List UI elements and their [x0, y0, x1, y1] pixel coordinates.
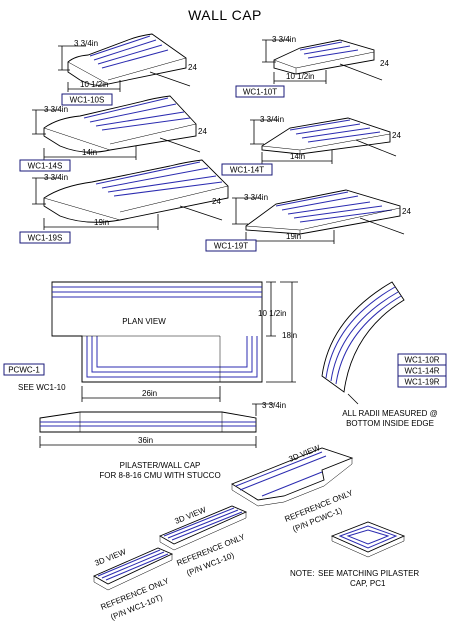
- dim-total: 18in: [282, 331, 297, 340]
- cap-id: WC1-14T: [230, 166, 264, 175]
- cap-id: WC1-19S: [28, 234, 63, 243]
- pilaster-elevation: 3 3/4in 36in PILASTER/WALL CAP FOR 8-8-1…: [39, 401, 286, 480]
- tag-box: [19, 231, 71, 244]
- note-text: SEE MATCHING PILASTER: [318, 569, 419, 578]
- view-3d-wc1-10t: 3D VIEW REFERENCE ONLY (P/N WC1-10T): [92, 547, 174, 622]
- dim-width: 19in: [94, 218, 109, 227]
- cap-wc1-19s: 3 3/4in 19in 24 WC1-19S: [19, 159, 229, 244]
- tag-box: [205, 239, 257, 252]
- radius-id-19: WC1-19R: [404, 378, 439, 387]
- dim-width: 19in: [286, 232, 301, 241]
- dim-height: 3 3/4in: [262, 401, 286, 410]
- note-label: NOTE:: [290, 569, 314, 578]
- cap-wc1-14t: 3 3/4in 14in 24 WC1-14T: [221, 115, 401, 176]
- radius-id-10: WC1-10R: [404, 356, 439, 365]
- cap-wc1-14s: 3 3/4in 14in 24 WC1-14S: [19, 95, 207, 172]
- dim-width: 14in: [82, 148, 97, 157]
- dim-width: 10 1/2in: [286, 72, 314, 81]
- dim-length: 24: [188, 63, 197, 72]
- plan-view-label: PLAN VIEW: [122, 317, 166, 326]
- dim-length: 24: [198, 127, 207, 136]
- cap-wc1-10t: 3 3/4in 10 1/2in 24 WC1-10T: [235, 35, 389, 98]
- dim-height: 3 3/4in: [272, 35, 296, 44]
- cap-id: WC1-14S: [28, 162, 63, 171]
- dim-length: 24: [380, 59, 389, 68]
- tag-box: [397, 375, 447, 388]
- cap-wc1-10s: 3 3/4in 10 1/2in 24 WC1-10S: [58, 33, 197, 106]
- dim-height: 3 3/4in: [244, 193, 268, 202]
- radius-id-14: WC1-14R: [404, 367, 439, 376]
- pilaster-caption-sub: FOR 8-8-16 CMU WITH STUCCO: [99, 471, 220, 480]
- pilaster-caption: PILASTER/WALL CAP: [120, 461, 201, 470]
- view-3d-pcwc-1: 3D VIEW REFERENCE ONLY (P/N PCWC-1): [231, 443, 355, 534]
- pilaster-id: PCWC-1: [8, 366, 40, 375]
- cap-id: WC1-19T: [214, 242, 248, 251]
- dim-width: 10 1/2in: [80, 80, 108, 89]
- dim-outer: 36in: [138, 436, 153, 445]
- cap-id: WC1-10T: [243, 88, 277, 97]
- dim-height: 3 3/4in: [44, 105, 68, 114]
- pilaster-cap-note: NOTE: SEE MATCHING PILASTER CAP, PC1: [290, 521, 419, 588]
- dim-width: 14in: [290, 152, 305, 161]
- tag-box: [3, 363, 45, 376]
- radius-note: ALL RADII MEASURED @: [342, 409, 437, 418]
- note-text-sub: CAP, PC1: [350, 579, 386, 588]
- radius-note-sub: BOTTOM INSIDE EDGE: [346, 419, 434, 428]
- dim-height: 3 3/4in: [74, 39, 98, 48]
- cap-id: WC1-10S: [70, 96, 105, 105]
- dim-height: 3 3/4in: [44, 173, 68, 182]
- dim-depth: 10 1/2in: [258, 309, 286, 318]
- dim-length: 24: [402, 207, 411, 216]
- radius-cap: WC1-10R WC1-14R WC1-19R ALL RADII MEASUR…: [321, 281, 447, 428]
- tag-box: [235, 85, 285, 98]
- tag-box: [221, 163, 273, 176]
- dim-inner: 26in: [142, 389, 157, 398]
- tag-box: [61, 93, 113, 106]
- pilaster-plan-view: PLAN VIEW 10 1/2in 18in 26in PCWC-1 SEE …: [3, 281, 298, 402]
- dim-height: 3 3/4in: [260, 115, 284, 124]
- cap-wc1-19t: 3 3/4in 19in 24 WC1-19T: [205, 189, 411, 252]
- page-title: WALL CAP: [188, 7, 262, 23]
- tag-box: [19, 159, 71, 172]
- dim-length: 24: [392, 131, 401, 140]
- view-3d-wc1-10: 3D VIEW REFERENCE ONLY (P/N WC1-10): [158, 505, 248, 578]
- dim-length: 24: [212, 197, 221, 206]
- see-reference: SEE WC1-10: [18, 383, 66, 392]
